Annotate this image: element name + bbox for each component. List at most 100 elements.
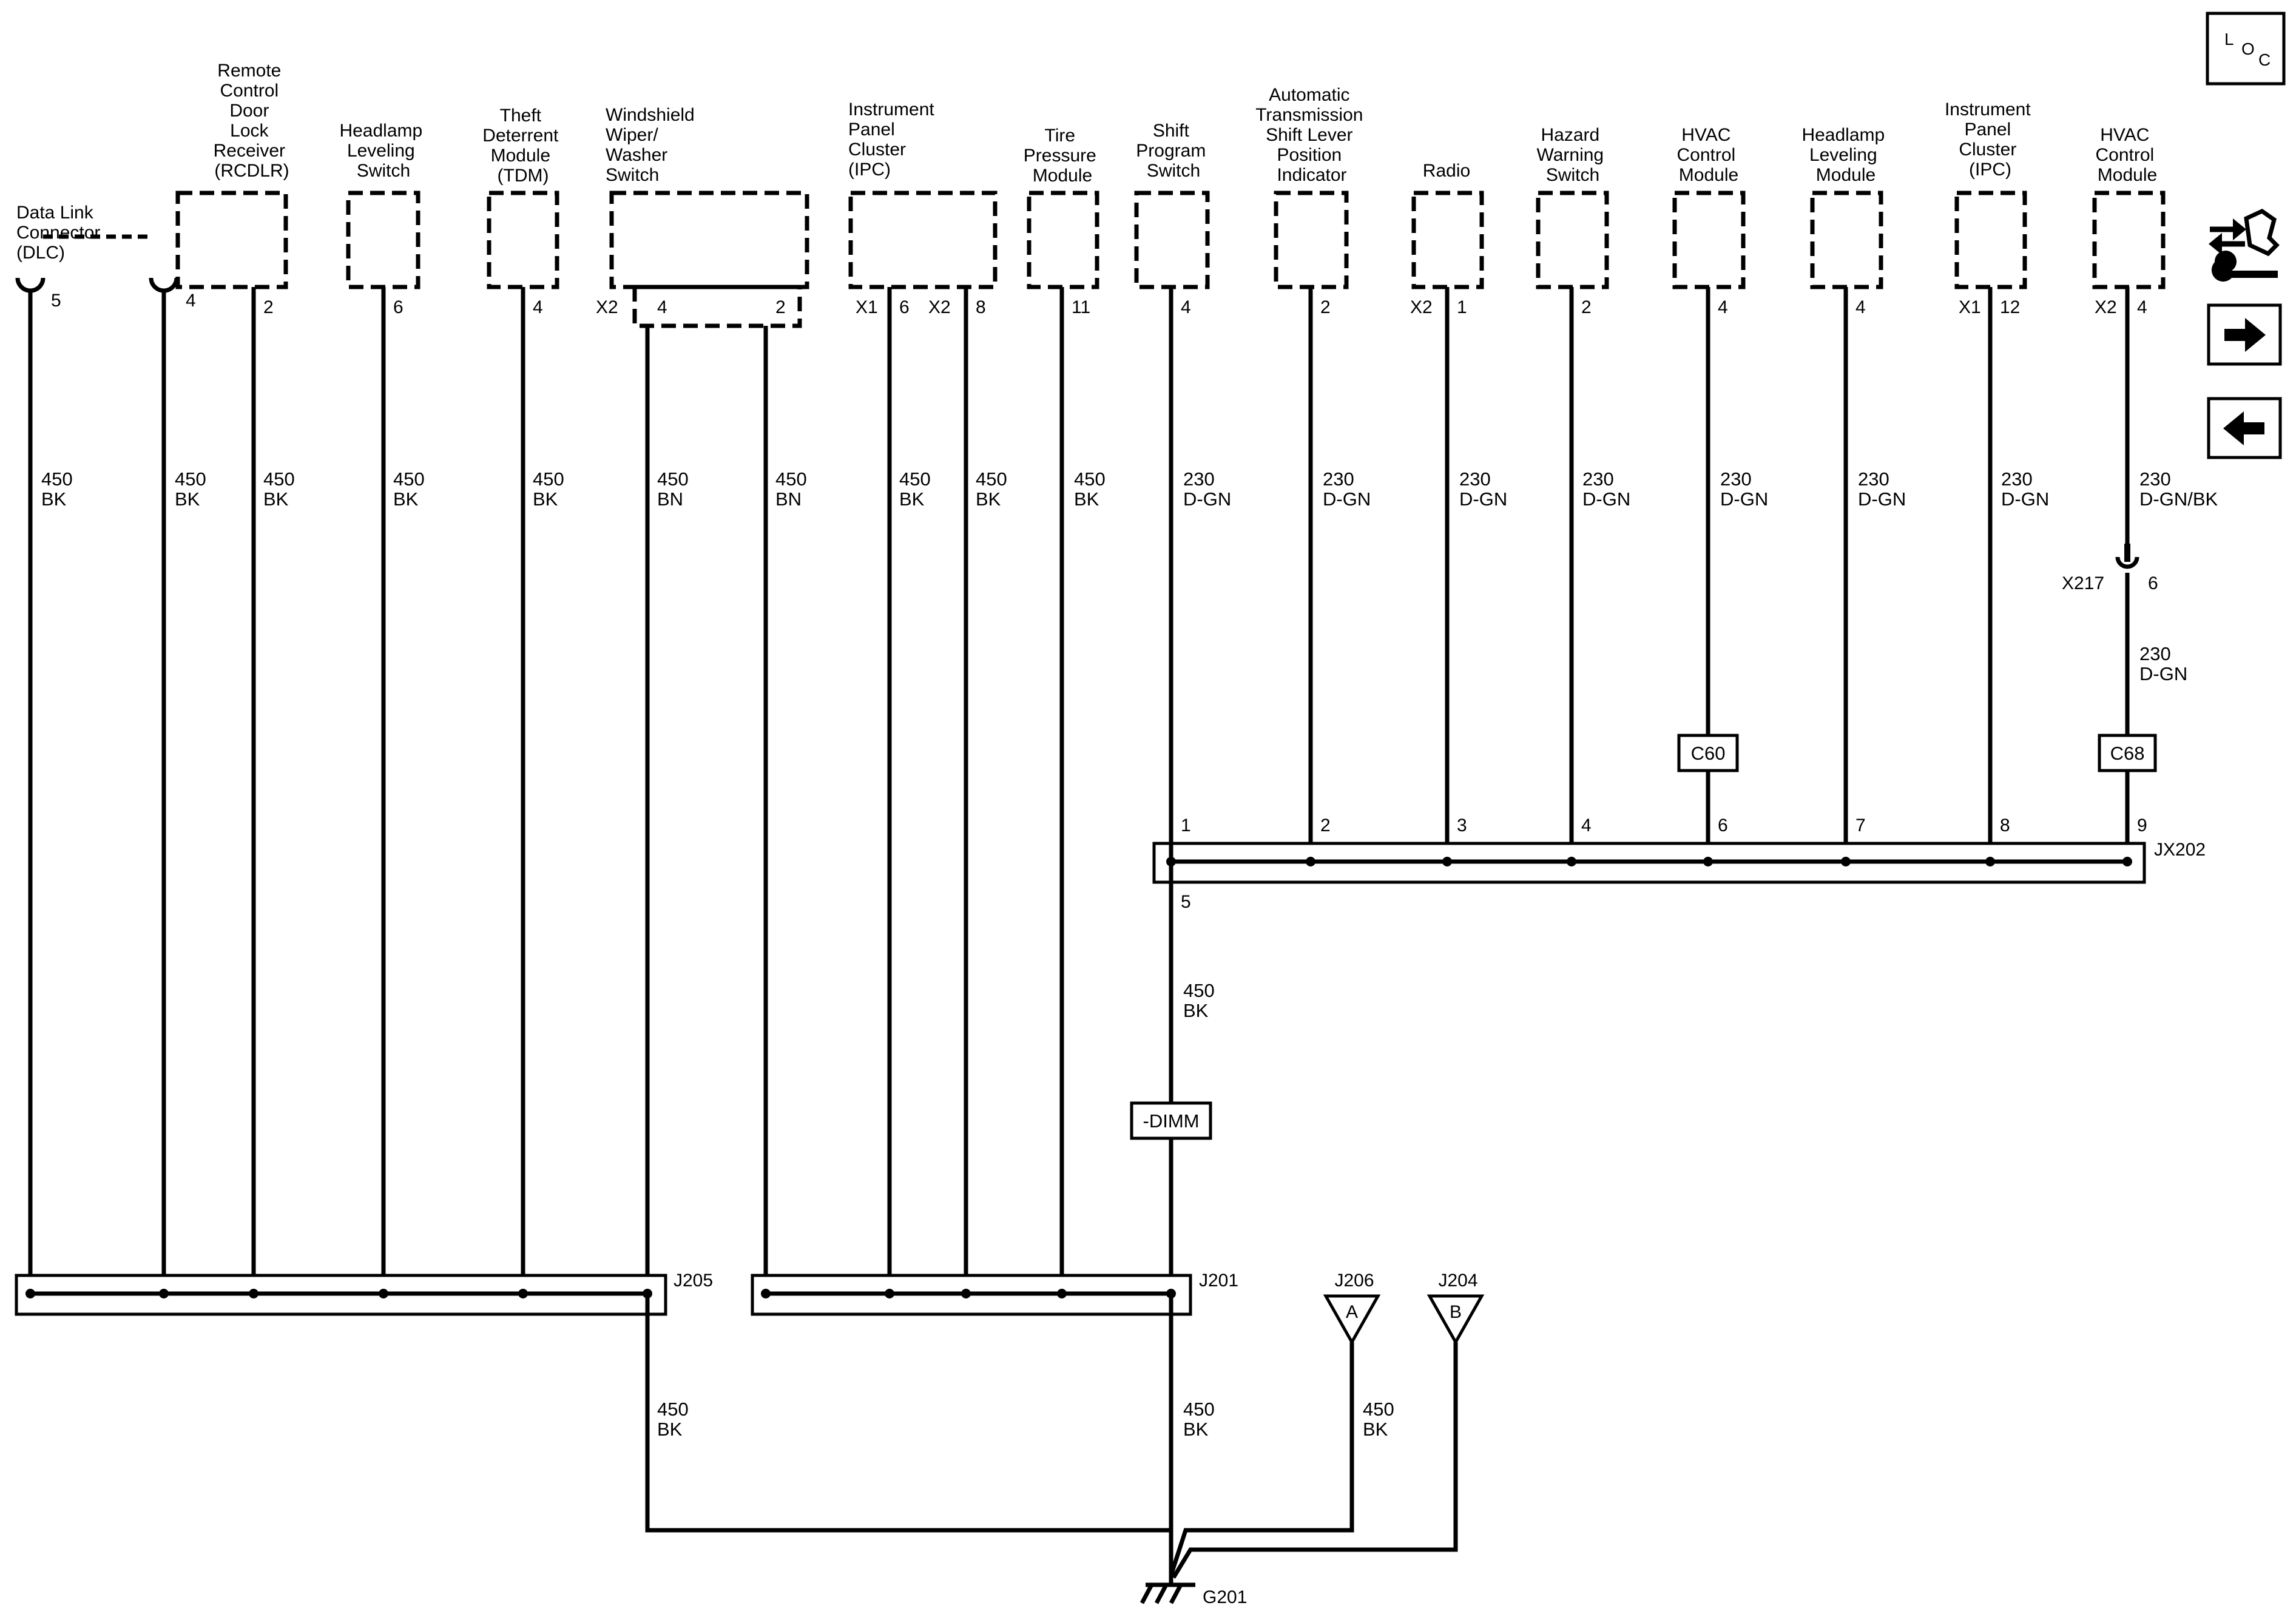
tdm-box bbox=[487, 191, 559, 289]
splice-dot bbox=[961, 1289, 971, 1298]
pin-number: 1 bbox=[1457, 297, 1467, 317]
splice-dot bbox=[1057, 1289, 1067, 1298]
c60-tag-box bbox=[1677, 734, 1739, 772]
tdm-label: Theft Deterrent Module (TDM) bbox=[482, 106, 563, 186]
jx202-pin: 9 bbox=[2137, 815, 2147, 836]
pin-number: 4 bbox=[2137, 297, 2147, 317]
splice-jx202 bbox=[1152, 842, 2146, 884]
splice-dot bbox=[643, 1289, 652, 1298]
dlc-label: Data Link Connector (DLC) bbox=[16, 203, 106, 263]
splice-dot bbox=[885, 1289, 894, 1298]
ground-tick bbox=[1169, 1584, 1183, 1604]
j204-label: J204 bbox=[1438, 1271, 1477, 1291]
pin-number: 5 bbox=[51, 291, 61, 311]
loc-letter-o: O bbox=[2241, 39, 2255, 58]
ipc-label-1: Instrument Panel Cluster (IPC) bbox=[848, 100, 939, 180]
headlamp-leveling-switch-label: Headlamp Leveling Switch bbox=[339, 121, 427, 181]
previous-page-arrow-icon[interactable] bbox=[2207, 397, 2282, 459]
j205-label: J205 bbox=[674, 1271, 713, 1291]
tire-pressure-module-box bbox=[1027, 191, 1099, 289]
connector-id: X2 bbox=[1410, 297, 1433, 317]
arrow-right-head bbox=[2233, 218, 2246, 240]
pin-number: 2 bbox=[775, 297, 786, 317]
pin-number: 4 bbox=[533, 297, 543, 317]
loc-letter-c: C bbox=[2258, 50, 2271, 69]
c68-tag: C68 bbox=[2110, 743, 2145, 764]
connector-tags: C60 C68 -DIMM bbox=[1130, 734, 2157, 1140]
j204-triangle bbox=[1427, 1294, 1485, 1346]
hvac-control-module-label-2: HVAC Control Module bbox=[2095, 125, 2159, 185]
dimm-tag-box bbox=[1130, 1101, 1212, 1140]
previous-page-frame[interactable] bbox=[2207, 397, 2282, 459]
hvac-control-module-box-1 bbox=[1672, 191, 1746, 289]
shift-lever-position-indicator-label: Automatic Transmission Shift Lever Posit… bbox=[1255, 85, 1368, 185]
pin-number: 12 bbox=[2000, 297, 2020, 317]
connector-id: X1 bbox=[856, 297, 878, 317]
j201-label: J201 bbox=[1199, 1271, 1238, 1291]
x217-receptacle bbox=[2115, 556, 2139, 569]
arrow-left-glyph bbox=[2223, 411, 2264, 445]
rcdlr-box bbox=[175, 191, 288, 289]
splice-dot bbox=[761, 1289, 771, 1298]
dlc-pin-5-receptacle bbox=[15, 277, 46, 293]
splice-dot bbox=[379, 1289, 388, 1298]
windshield-wiper-switch-label: Windshield Wiper/ Washer Switch bbox=[606, 105, 700, 185]
pin-number: 4 bbox=[1718, 297, 1728, 317]
loc-button[interactable]: L O C bbox=[2206, 12, 2286, 86]
dlc-connector bbox=[15, 234, 179, 293]
c68-tag-box bbox=[2098, 734, 2157, 772]
shift-program-switch-label: Shift Program Switch bbox=[1136, 121, 1210, 181]
ground-connectors: A J206 B J204 bbox=[1323, 1271, 1485, 1346]
connector-id: X2 bbox=[596, 297, 618, 317]
dlc-pin-4-receptacle bbox=[149, 277, 179, 293]
pin-number: 4 bbox=[1855, 297, 1866, 317]
splice-dot bbox=[1567, 857, 1576, 866]
jx202-pin: 8 bbox=[2000, 815, 2010, 836]
hazard-warning-switch-box bbox=[1536, 191, 1609, 289]
splice-dot bbox=[1442, 857, 1452, 866]
next-page-arrow-icon[interactable] bbox=[2207, 303, 2282, 366]
splice-dot bbox=[2122, 857, 2132, 866]
jx202-bottom-pin: 5 bbox=[1181, 892, 1191, 912]
loc-button-frame[interactable] bbox=[2206, 12, 2286, 86]
hazard-warning-switch-label: Hazard Warning Switch bbox=[1537, 125, 1609, 185]
connector-end-view-icon[interactable] bbox=[2209, 208, 2280, 282]
connector-id: X1 bbox=[1959, 297, 1981, 317]
ipc-label-2: Instrument Panel Cluster (IPC) bbox=[1945, 100, 2036, 180]
hvac-control-module-box-2 bbox=[2092, 191, 2166, 289]
wire-j206-to-ground bbox=[1169, 1342, 1354, 1576]
jx202-pin: 2 bbox=[1320, 815, 1331, 836]
jx202-pin: 1 bbox=[1181, 815, 1191, 836]
splice-dot bbox=[249, 1289, 258, 1298]
arrow-left-head bbox=[2209, 233, 2222, 255]
tire-pressure-module-label: Tire Pressure Module bbox=[1024, 126, 1101, 186]
hvac-control-module-label-1: HVAC Control Module bbox=[1676, 125, 1740, 185]
wire-j205-to-ground bbox=[645, 1314, 1171, 1533]
ground-tick bbox=[1140, 1584, 1154, 1604]
splice-dot bbox=[159, 1289, 169, 1298]
j206-label: J206 bbox=[1334, 1271, 1374, 1291]
wire-j204-to-ground bbox=[1172, 1342, 1458, 1579]
ground-g201: G201 bbox=[1140, 1575, 1247, 1607]
pin-number: 6 bbox=[393, 297, 403, 317]
connector-id: X2 bbox=[928, 297, 951, 317]
wrench-shape bbox=[2211, 251, 2278, 282]
j204-letter: B bbox=[1450, 1302, 1462, 1322]
